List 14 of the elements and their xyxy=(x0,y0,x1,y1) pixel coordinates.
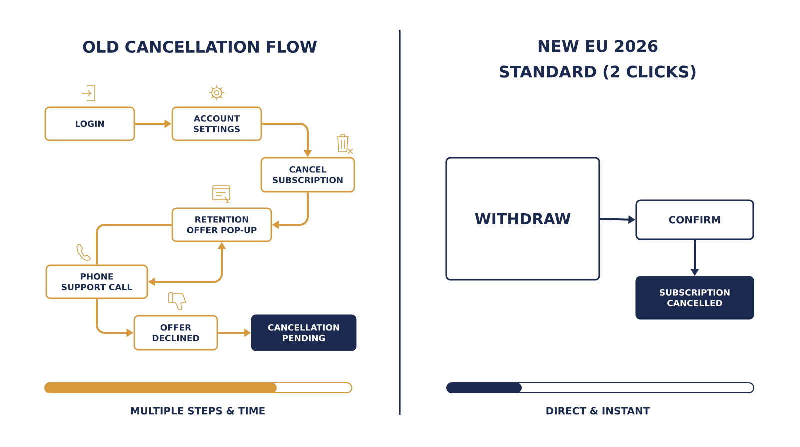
status-box: CANCELLATION PENDING xyxy=(251,314,357,352)
caption: MULTIPLE STEPS & TIME xyxy=(131,407,265,415)
heading: NEW EU 2026 STANDARD (2 CLICKS) xyxy=(500,40,696,80)
action-box: CONFIRM xyxy=(636,200,754,240)
status-box: SUBSCRIPTION CANCELLED xyxy=(636,276,754,320)
process-box: OFFER DECLINED xyxy=(134,315,218,351)
action-box: WITHDRAW xyxy=(446,157,600,281)
process-box: RETENTION OFFER POP-UP xyxy=(172,208,272,242)
process-box: LOGIN xyxy=(44,106,136,142)
process-box: ACCOUNT SETTINGS xyxy=(172,106,262,142)
process-box: CANCEL SUBSCRIPTION xyxy=(260,157,356,193)
heading: OLD CANCELLATION FLOW xyxy=(83,40,318,54)
caption: DIRECT & INSTANT xyxy=(546,407,650,415)
process-box: PHONE SUPPORT CALL xyxy=(46,264,148,300)
